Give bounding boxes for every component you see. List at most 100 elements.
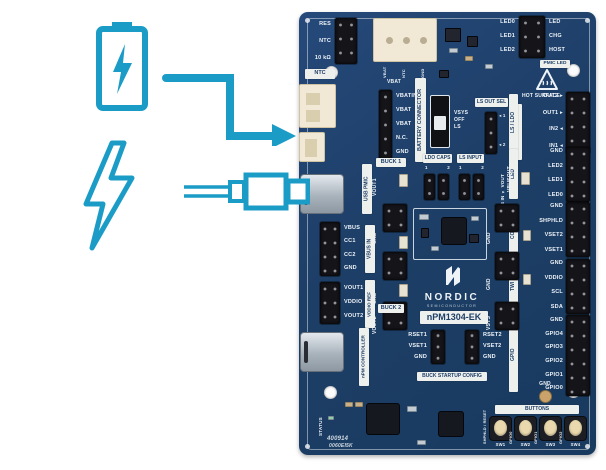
sw-label: SW2 [520, 442, 531, 447]
ls-in-vout-label: LS IN ◂ VOUT [500, 174, 505, 208]
pin-label: SDA [550, 304, 563, 311]
ntc-pin-header [335, 18, 357, 64]
controller-mcu-chip [367, 404, 399, 434]
hot-surface-label: HOT SURFACE [521, 93, 561, 99]
smd-component [485, 64, 493, 69]
switch-position: OFF [454, 116, 465, 123]
jumper [459, 174, 470, 200]
connector-slot [306, 110, 320, 122]
pin-label: LED0 [500, 19, 515, 25]
gnd-test-pad [539, 390, 552, 403]
pmic-led-header [519, 16, 545, 58]
switch-position: VSYS [454, 110, 469, 116]
pmic-led-label: PMIC LED [540, 60, 570, 68]
usb-pmic-label: USB PMIC [362, 164, 372, 214]
mounting-hole [324, 386, 337, 399]
switch-knob [434, 116, 446, 130]
pin-label: SHPHLD [539, 217, 563, 224]
connector-slot [305, 139, 317, 157]
npm-controller-usb-connector [300, 332, 344, 372]
button-cap [544, 420, 557, 436]
hot-surface-icon [536, 69, 558, 90]
smd-component [419, 214, 429, 220]
pin-label: IN2 ◂ [549, 126, 563, 133]
smd-component [445, 28, 461, 42]
battery-conn-pin-label: NTC [401, 69, 406, 78]
pin-label: GND [550, 260, 563, 266]
smd-component [465, 56, 473, 61]
vddio-ref-label: VDDIO REF [365, 280, 375, 328]
status-led [328, 416, 334, 420]
pin-group-ls-ldo: LS / LDO OUT2 ▸OUT1 ▸IN2 ◂IN1 ◂ [509, 92, 593, 154]
ls-out-sel-label: LS OUT SEL [475, 98, 508, 107]
shphld-reset-button [490, 417, 511, 440]
pin-label: LED0 [548, 192, 563, 199]
smd-component [421, 228, 429, 238]
pin-label: VDDIO [344, 299, 363, 306]
pin-label: RSET2 [483, 332, 502, 338]
buck1-label: BUCK 1 [376, 158, 406, 167]
pin-label: GND [483, 354, 496, 361]
pin-label: OUT2 ▸ [542, 93, 563, 99]
gpio1-button [540, 417, 561, 440]
sw-label: SW4 [570, 442, 581, 447]
vbus-in-label: VBUS IN [365, 225, 375, 273]
battery-pin-header [379, 90, 392, 160]
buck1-header [383, 204, 407, 232]
power-slide-switch [430, 95, 450, 148]
button-name-label: GPIO0 [509, 431, 513, 444]
battery-conn-pin-label: GND [420, 68, 425, 79]
pin-header [566, 315, 590, 396]
status-label: STATUS [318, 417, 323, 436]
pin-label: VBATIN [396, 93, 418, 99]
battery-charging-icon [96, 22, 148, 111]
button-cap [494, 420, 507, 436]
smd-capacitor [399, 284, 408, 297]
switch-position: LS [454, 123, 461, 130]
pin-header [566, 147, 590, 202]
battery-connector-label: BATTERY CONNECTOR [415, 78, 426, 162]
pin-label: VBAT [396, 107, 412, 114]
pin-label: 10 kΩ [314, 55, 331, 62]
connector-pin [386, 37, 393, 44]
smd-component [469, 234, 479, 243]
product-name-label: nPM1304-EK [420, 311, 488, 324]
pin-label: LED [549, 19, 561, 25]
connector-pin [420, 37, 427, 44]
jumper [438, 174, 449, 200]
pin-number: 1 [425, 165, 428, 170]
pin-label: LED1 [548, 177, 563, 184]
gnd-pad-label: GND [539, 381, 551, 387]
flow-arrow-icon [162, 74, 296, 146]
button-cap [519, 420, 532, 436]
pin-label: VOUT1 [344, 285, 364, 291]
board-code: 0060EI5K [329, 443, 353, 449]
pin-label: LED1 [500, 33, 515, 40]
rail-label: VOUT1 [372, 178, 378, 196]
connector-slot [306, 93, 320, 105]
pmic-section-outline [413, 208, 487, 260]
pin-label: VSET1 [544, 247, 563, 254]
group-label: LS / LDO [509, 94, 518, 150]
smd-component [355, 402, 363, 407]
pin-number: ◂ 1 [499, 113, 506, 118]
pin-label: GND [550, 317, 563, 323]
corner-pad [305, 444, 310, 449]
pin-header [566, 92, 590, 154]
vsys-header [495, 302, 519, 330]
rail-label: VBUSOUT [507, 166, 513, 192]
